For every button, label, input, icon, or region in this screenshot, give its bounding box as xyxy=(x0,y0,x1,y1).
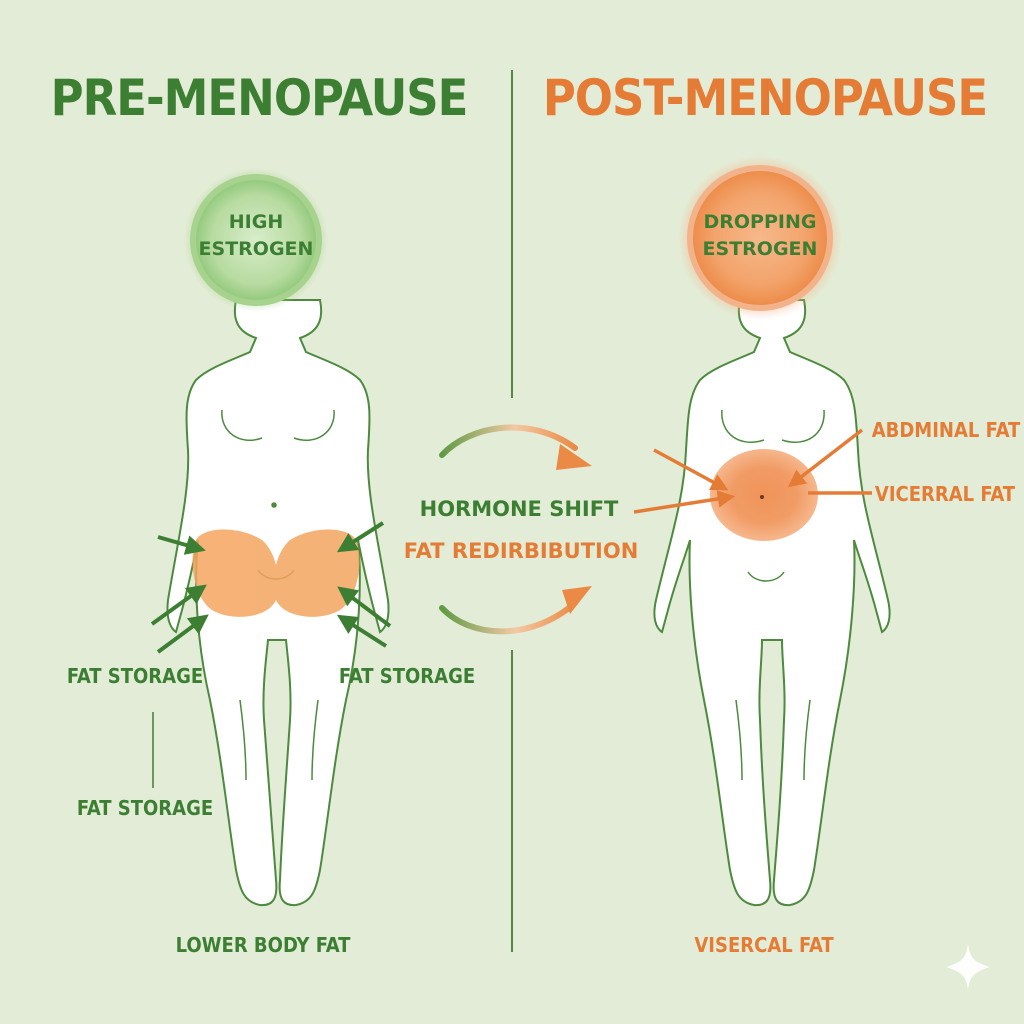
lower-body-fat-label: LOWER BODY FAT xyxy=(176,933,351,957)
post-belly-fat xyxy=(710,449,818,541)
center-arcs xyxy=(442,427,575,631)
high-estrogen-label: HIGH ESTROGEN xyxy=(191,209,321,263)
dropping-estrogen-label: DROPPING ESTROGEN xyxy=(695,209,825,263)
post-menopause-heading: POST-MENOPAUSE xyxy=(543,69,987,127)
post-body-figure xyxy=(654,300,889,905)
fat-storage-right-label: FAT STORAGE xyxy=(339,664,475,688)
hormone-shift-label: HORMONE SHIFT xyxy=(420,497,619,521)
sparkle-icon xyxy=(946,944,990,990)
fat-storage-lower-label: FAT STORAGE xyxy=(77,796,213,820)
fat-redistribution-label: FAT REDIRBIBUTION xyxy=(404,539,639,563)
visceral-fat-bottom-label: VISERCAL FAT xyxy=(694,933,833,957)
abdominal-fat-label: ABDMINAL FAT xyxy=(872,418,1021,442)
center-arc-top xyxy=(442,427,575,455)
arrow-left-3 xyxy=(158,618,204,652)
center-arc-bottom xyxy=(442,603,575,631)
visceral-fat-label: VICERRAL FAT xyxy=(875,482,1015,506)
fat-storage-left-label: FAT STORAGE xyxy=(67,664,203,688)
pre-menopause-heading: PRE-MENOPAUSE xyxy=(51,69,468,127)
